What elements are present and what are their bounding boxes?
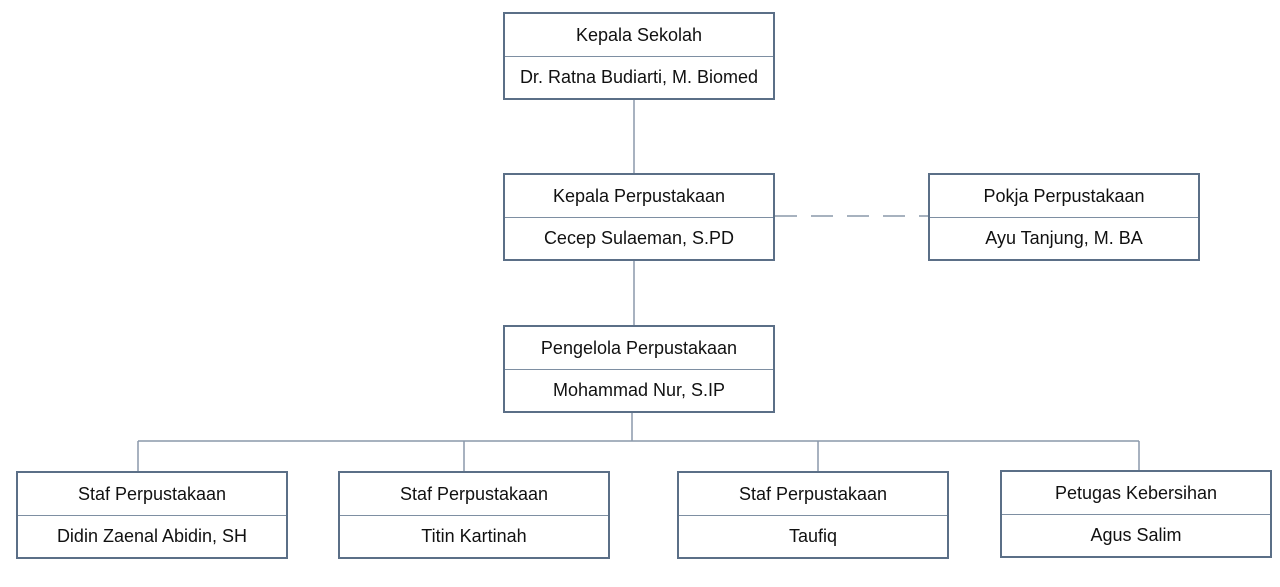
box-role-label: Kepala Sekolah [505,14,773,57]
pengelola-perpustakaan-box: Pengelola Perpustakaan Mohammad Nur, S.I… [503,325,775,413]
box-role-label: Staf Perpustakaan [18,473,286,516]
box-person-name: Didin Zaenal Abidin, SH [56,526,248,546]
box-person-name: Titin Kartinah [421,526,527,546]
box-person-name: Taufiq [788,526,838,546]
box-role-label: Staf Perpustakaan [340,473,608,516]
box-person-name: Ayu Tanjung, M. BA [985,228,1143,248]
box-person-name: Mohammad Nur, S.IP [552,380,726,400]
staf-perpustakaan-box-3: Staf Perpustakaan Taufiq [677,471,949,559]
kepala-sekolah-box: Kepala Sekolah Dr. Ratna Budiarti, M. Bi… [503,12,775,100]
petugas-kebersihan-box: Petugas Kebersihan Agus Salim [1000,470,1272,558]
box-role-label: Pokja Perpustakaan [930,175,1198,218]
kepala-perpustakaan-box: Kepala Perpustakaan Cecep Sulaeman, S.PD [503,173,775,261]
box-role-label: Kepala Perpustakaan [505,175,773,218]
box-role-label: Pengelola Perpustakaan [505,327,773,370]
box-person-name: Cecep Sulaeman, S.PD [543,228,735,248]
box-person-name: Dr. Ratna Budiarti, M. Biomed [519,67,759,87]
staf-perpustakaan-box-1: Staf Perpustakaan Didin Zaenal Abidin, S… [16,471,288,559]
box-role-label: Petugas Kebersihan [1002,472,1270,515]
box-person-name: Agus Salim [1090,525,1182,545]
staf-perpustakaan-box-2: Staf Perpustakaan Titin Kartinah [338,471,610,559]
box-role-label: Staf Perpustakaan [679,473,947,516]
pokja-perpustakaan-box: Pokja Perpustakaan Ayu Tanjung, M. BA [928,173,1200,261]
